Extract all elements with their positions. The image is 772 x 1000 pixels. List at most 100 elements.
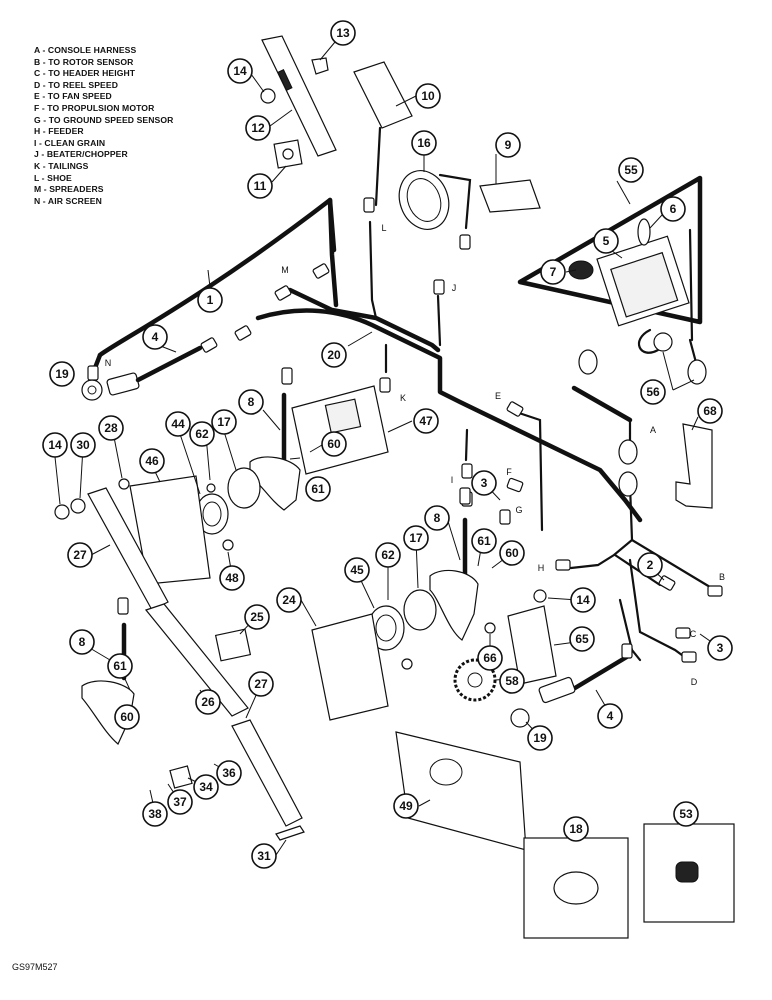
callout-number: 10 bbox=[421, 89, 435, 103]
legend-item: K - TAILINGS bbox=[34, 160, 89, 171]
callout: 19 bbox=[49, 361, 75, 387]
callout: 17 bbox=[403, 525, 429, 551]
callout-number: 14 bbox=[48, 438, 62, 452]
callout-number: 5 bbox=[603, 234, 610, 248]
callout-number: 3 bbox=[717, 641, 724, 655]
callout-number: 46 bbox=[145, 454, 159, 468]
callout: 37 bbox=[167, 789, 193, 815]
callout: 38 bbox=[142, 801, 168, 827]
callout: 14 bbox=[42, 432, 68, 458]
callout: 36 bbox=[216, 760, 242, 786]
callout-number: 60 bbox=[120, 710, 134, 724]
callout-number: 25 bbox=[250, 610, 264, 624]
callout-number: 7 bbox=[550, 265, 557, 279]
letter-label: B bbox=[719, 572, 725, 582]
callout: 4 bbox=[597, 703, 623, 729]
parts-group bbox=[54, 35, 735, 939]
callout: 68 bbox=[697, 398, 723, 424]
callout-number: 44 bbox=[171, 417, 185, 431]
callout: 14 bbox=[227, 58, 253, 84]
callout: 60 bbox=[321, 431, 347, 457]
callout-number: 9 bbox=[505, 138, 512, 152]
callout: 48 bbox=[219, 565, 245, 591]
legend-item: B - TO ROTOR SENSOR bbox=[34, 56, 134, 67]
callout-number: 6 bbox=[670, 202, 677, 216]
callout-number: 30 bbox=[76, 438, 90, 452]
legend-item: D - TO REEL SPEED bbox=[34, 79, 118, 90]
callout-number: 11 bbox=[254, 179, 267, 193]
callout: 17 bbox=[211, 409, 237, 435]
callout: 27 bbox=[67, 542, 93, 568]
letter-label: G bbox=[515, 505, 522, 515]
callout: 13 bbox=[330, 20, 356, 46]
callout-number: 18 bbox=[569, 822, 583, 836]
callout-number: 14 bbox=[233, 64, 247, 78]
callout: 60 bbox=[499, 540, 525, 566]
callout: 34 bbox=[193, 774, 219, 800]
callout: 56 bbox=[640, 379, 666, 405]
callout: 4 bbox=[142, 324, 168, 350]
callout-number: 27 bbox=[73, 548, 87, 562]
callout: 8 bbox=[424, 505, 450, 531]
legend-item: J - BEATER/CHOPPER bbox=[34, 149, 128, 160]
callout: 61 bbox=[305, 476, 331, 502]
letter-label: L bbox=[381, 223, 386, 233]
callout: 49 bbox=[393, 793, 419, 819]
harness-letter-labels: M L N J K E A I F G H C B D bbox=[105, 223, 725, 687]
legend-item: G - TO GROUND SPEED SENSOR bbox=[34, 114, 174, 125]
letter-label: K bbox=[400, 393, 406, 403]
letter-label: I bbox=[451, 475, 454, 485]
callout-number: 62 bbox=[381, 548, 395, 562]
callout: 1 bbox=[197, 287, 223, 313]
callout-number: 62 bbox=[195, 427, 209, 441]
callout-number: 20 bbox=[327, 348, 341, 362]
legend-item: F - TO PROPULSION MOTOR bbox=[34, 102, 155, 113]
callout-number: 36 bbox=[222, 766, 236, 780]
callout-number: 60 bbox=[327, 437, 341, 451]
callout: 5 bbox=[593, 228, 619, 254]
letter-label: N bbox=[105, 358, 112, 368]
legend-item: L - SHOE bbox=[34, 172, 72, 183]
callout-number: 19 bbox=[55, 367, 69, 381]
letter-label: C bbox=[690, 629, 697, 639]
callout: 27 bbox=[248, 671, 274, 697]
letter-label: A bbox=[650, 425, 656, 435]
callout-number: 26 bbox=[201, 695, 215, 709]
callout-number: 14 bbox=[576, 593, 590, 607]
letter-label: H bbox=[538, 563, 545, 573]
callout-number: 12 bbox=[251, 121, 265, 135]
legend-item: E - TO FAN SPEED bbox=[34, 91, 112, 102]
callout: 53 bbox=[673, 801, 699, 827]
callout-number: 8 bbox=[248, 395, 255, 409]
callout-circles: 13 14 12 11 10 16 9 55 6 5 7 1 4 20 19 5… bbox=[42, 20, 733, 869]
callout-number: 49 bbox=[399, 799, 413, 813]
callout-number: 38 bbox=[148, 807, 162, 821]
callout: 16 bbox=[411, 130, 437, 156]
callout: 9 bbox=[495, 132, 521, 158]
callout-number: 45 bbox=[350, 563, 364, 577]
callout-number: 16 bbox=[417, 136, 431, 150]
callout-number: 1 bbox=[207, 293, 214, 307]
callout: 47 bbox=[413, 408, 439, 434]
callout-number: 4 bbox=[152, 330, 159, 344]
callout: 18 bbox=[563, 816, 589, 842]
callout: 60 bbox=[114, 704, 140, 730]
callout-number: 65 bbox=[575, 632, 589, 646]
letter-label: D bbox=[691, 677, 698, 687]
callout-number: 13 bbox=[336, 26, 350, 40]
callout-number: 3 bbox=[481, 476, 488, 490]
callout-number: 4 bbox=[607, 709, 614, 723]
callout-number: 55 bbox=[624, 163, 638, 177]
callout: 28 bbox=[98, 415, 124, 441]
callout: 46 bbox=[139, 448, 165, 474]
callout-number: 8 bbox=[434, 511, 441, 525]
callout-number: 61 bbox=[113, 659, 127, 673]
callout-number: 19 bbox=[533, 731, 547, 745]
callout-number: 34 bbox=[199, 780, 213, 794]
callout-number: 2 bbox=[647, 558, 654, 572]
callout-number: 27 bbox=[254, 677, 268, 691]
callout: 3 bbox=[707, 635, 733, 661]
callout-number: 17 bbox=[217, 415, 231, 429]
callout: 61 bbox=[471, 528, 497, 554]
